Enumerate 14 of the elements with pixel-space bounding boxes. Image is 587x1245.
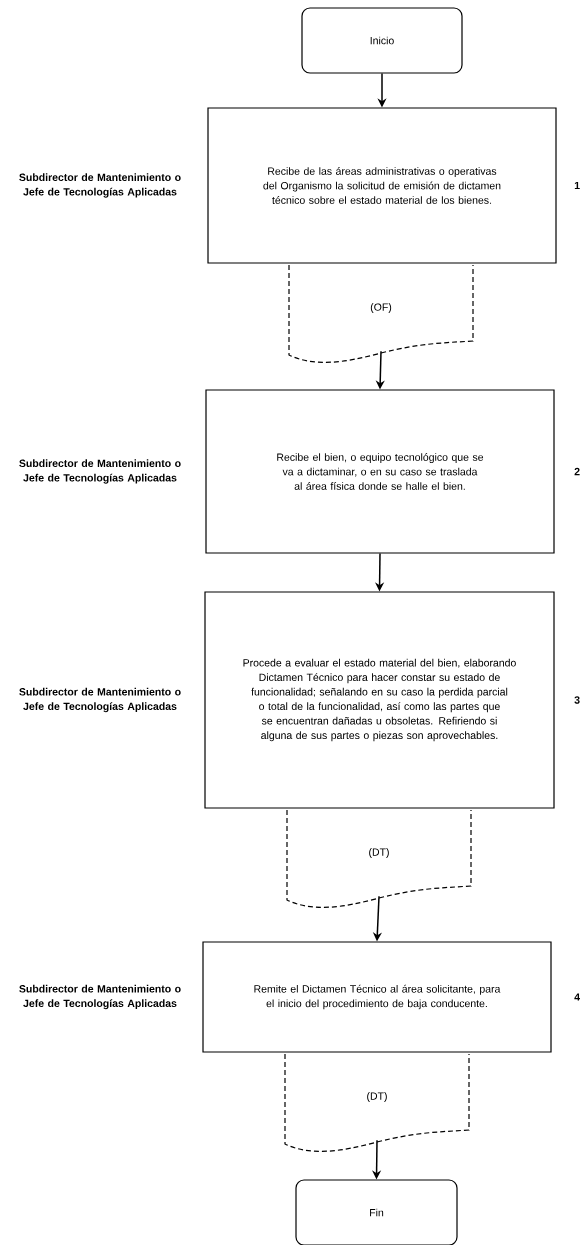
role-label: Subdirector de Mantenimiento o Jefe de Tecnologías Aplicadas (19, 459, 181, 484)
step-number: 2 (574, 467, 580, 476)
role-label: Subdirector de Mantenimiento o Jefe de Tecnologías Aplicadas (19, 173, 181, 198)
terminal-box: Inicio (301, 7, 463, 74)
role-label: Subdirector de Mantenimiento o Jefe de Tecnologías Aplicadas (19, 984, 181, 1010)
process-box: Procede a evaluar el estado material del bien, elaborando Dictamen Técnico para hacer constar su estado de funcionalidad; señalando en su caso la perdida parcial o total de la funcionalidad, así como las partes que se encuentran dañadas u obsoletas. Refiriendo si alguna de sus partes o piezas son aprovechables. (204, 591, 555, 809)
terminal-box: Fin (295, 1179, 458, 1245)
process-box: Recibe de las áreas administrativas o operativas del Organismo la solicitud de emisión de dictamen técnico sobre el estado material de los bienes. (207, 107, 557, 264)
process-box: Remite el Dictamen Técnico al área solicitante, para el inicio del procedimiento de baja conducente. (202, 941, 552, 1053)
step-number: 3 (574, 696, 580, 704)
step-number: 1 (574, 181, 580, 190)
role-label: Subdirector de Mantenimiento o Jefe de Tecnologías Aplicadas (19, 687, 181, 713)
process-box: Recibe el bien, o equipo tecnológico que se va a dictaminar, o en su caso se traslada al área física donde se halle el bien. (205, 389, 555, 554)
step-number: 4 (574, 993, 580, 1001)
